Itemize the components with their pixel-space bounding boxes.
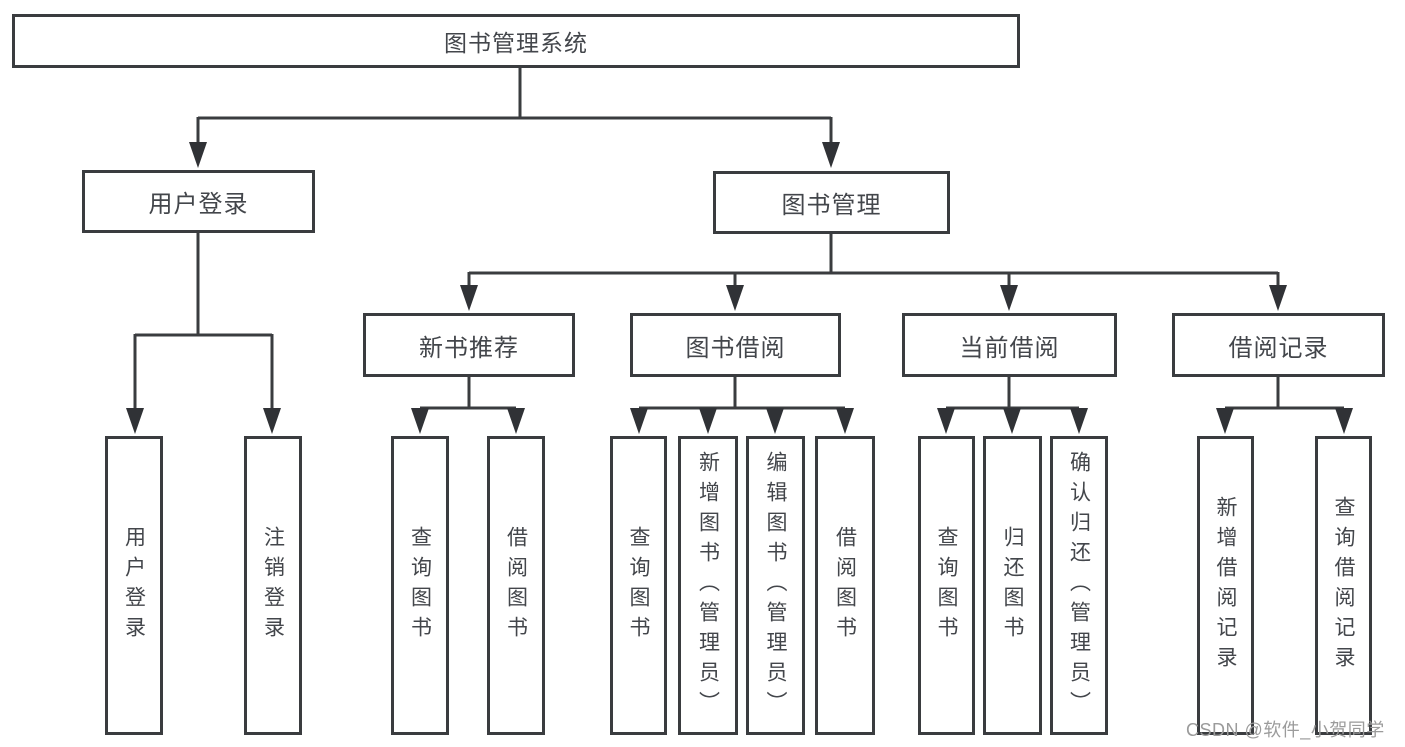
leaf-logout: 注销登录 bbox=[244, 436, 302, 735]
node-book-mgmt: 图书管理 bbox=[713, 171, 950, 234]
leaf-borrow-add-book-label: 新增图书（管理员） bbox=[696, 450, 720, 721]
leaf-user-login: 用户登录 bbox=[105, 436, 163, 735]
leaf-current-confirm-return: 确认归还（管理员） bbox=[1050, 436, 1108, 735]
node-new-book-rec: 新书推荐 bbox=[363, 313, 575, 377]
node-new-book-rec-label: 新书推荐 bbox=[419, 334, 519, 362]
node-borrow-records-label: 借阅记录 bbox=[1228, 334, 1329, 362]
leaf-borrow-borrow-book: 借阅图书 bbox=[815, 436, 875, 735]
leaf-newrec-query-book-label: 查询图书 bbox=[408, 525, 432, 646]
node-book-mgmt-label: 图书管理 bbox=[781, 192, 882, 219]
node-book-borrow-label: 图书借阅 bbox=[685, 334, 786, 362]
node-user-login-label: 用户登录 bbox=[148, 191, 249, 218]
leaf-borrow-query-book-label: 查询图书 bbox=[627, 525, 650, 646]
node-root-label: 图书管理系统 bbox=[444, 30, 588, 56]
leaf-records-add-record: 新增借阅记录 bbox=[1197, 436, 1254, 735]
node-user-login: 用户登录 bbox=[82, 170, 315, 233]
leaf-logout-label: 注销登录 bbox=[261, 525, 285, 646]
leaf-newrec-borrow-book: 借阅图书 bbox=[487, 436, 545, 735]
leaf-newrec-borrow-book-label: 借阅图书 bbox=[504, 525, 528, 646]
node-current-borrow-label: 当前借阅 bbox=[959, 334, 1060, 362]
arrowheads bbox=[126, 142, 1353, 434]
leaf-borrow-edit-book-label: 编辑图书（管理员） bbox=[764, 450, 787, 721]
leaf-user-login-label: 用户登录 bbox=[122, 525, 146, 646]
leaf-current-return-book-label: 归还图书 bbox=[1001, 525, 1024, 646]
leaf-current-query-book: 查询图书 bbox=[918, 436, 975, 735]
node-current-borrow: 当前借阅 bbox=[902, 313, 1117, 377]
leaf-borrow-borrow-book-label: 借阅图书 bbox=[833, 525, 857, 646]
leaf-borrow-edit-book: 编辑图书（管理员） bbox=[746, 436, 805, 735]
leaf-current-return-book: 归还图书 bbox=[983, 436, 1042, 735]
leaf-records-query-record: 查询借阅记录 bbox=[1315, 436, 1372, 735]
node-borrow-records: 借阅记录 bbox=[1172, 313, 1385, 377]
leaf-newrec-query-book: 查询图书 bbox=[391, 436, 449, 735]
leaf-borrow-add-book: 新增图书（管理员） bbox=[678, 436, 738, 735]
node-root: 图书管理系统 bbox=[12, 14, 1020, 68]
leaf-records-add-record-label: 新增借阅记录 bbox=[1214, 495, 1237, 676]
leaf-borrow-query-book: 查询图书 bbox=[610, 436, 667, 735]
node-book-borrow: 图书借阅 bbox=[630, 313, 841, 377]
csdn-watermark: CSDN @软件_小贺同学 bbox=[1186, 720, 1385, 740]
leaf-current-query-book-label: 查询图书 bbox=[935, 525, 958, 646]
leaf-records-query-record-label: 查询借阅记录 bbox=[1332, 495, 1355, 676]
leaf-current-confirm-return-label: 确认归还（管理员） bbox=[1067, 450, 1091, 721]
